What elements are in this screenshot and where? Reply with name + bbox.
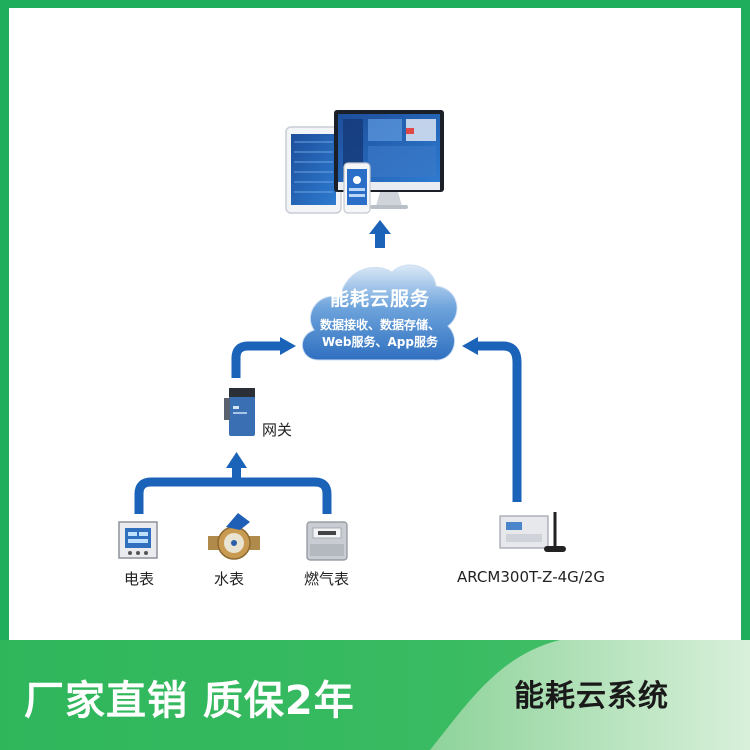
banner-background — [0, 640, 750, 750]
frame-top-border — [0, 0, 750, 8]
frame-right-border — [741, 0, 750, 640]
cloud-shape — [302, 264, 458, 361]
tablet-icon — [285, 126, 342, 214]
arrow-cloud-to-devices — [369, 220, 391, 248]
arrow-meters-to-gateway — [134, 452, 332, 514]
gas-meter-label: 燃气表 — [304, 570, 350, 588]
monitor-icon — [334, 110, 444, 209]
cloud-title: 能耗云服务 — [329, 288, 430, 310]
electric-meter-label: 电表 — [124, 570, 155, 588]
banner-product-name: 能耗云系统 — [514, 679, 669, 714]
gateway-label: 网关 — [262, 421, 293, 439]
water-meter-label: 水表 — [214, 570, 245, 588]
promo-banner — [0, 640, 750, 750]
wireless-meter-icon — [499, 512, 566, 552]
banner-slogan: 厂家直销 质保2年 — [24, 678, 355, 724]
frame-left-border — [0, 0, 9, 640]
arrow-wireless-to-cloud — [462, 337, 522, 502]
client-devices-group — [285, 110, 444, 214]
electric-meter-icon — [118, 521, 158, 559]
wireless-meter-label: ARCM300T-Z-4G/2G — [457, 568, 605, 586]
gateway-device-icon — [224, 388, 255, 436]
cloud-subtitle-line2: Web服务、App服务 — [321, 335, 438, 349]
phone-icon — [343, 162, 371, 214]
architecture-diagram — [118, 110, 566, 561]
cloud-subtitle-line1: 数据接收、数据存储、 — [319, 318, 440, 332]
gas-meter-icon — [306, 521, 348, 561]
water-meter-icon — [208, 513, 260, 560]
arrow-gateway-to-cloud — [231, 337, 296, 378]
